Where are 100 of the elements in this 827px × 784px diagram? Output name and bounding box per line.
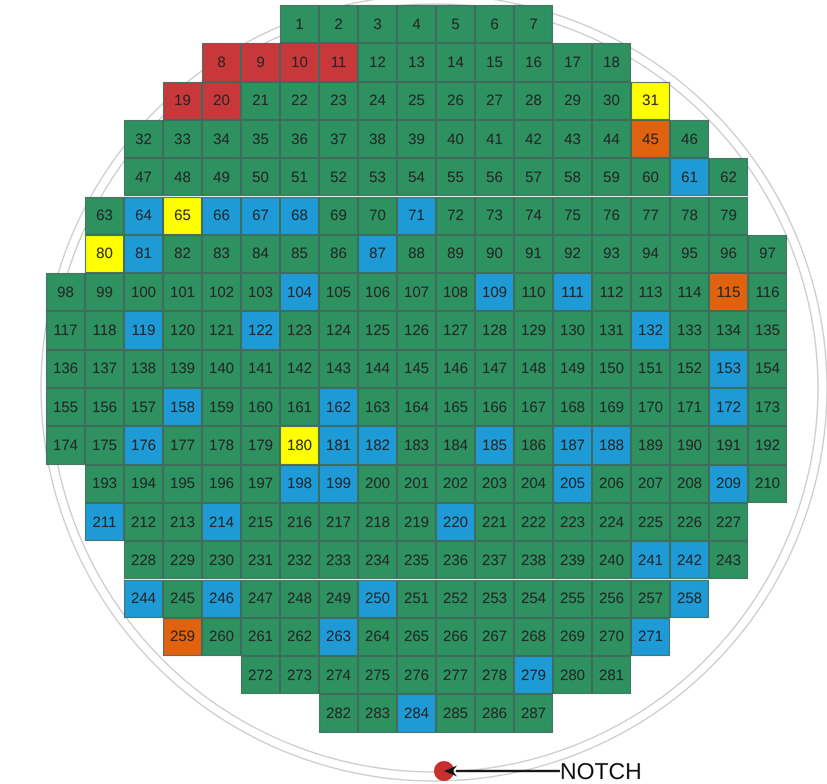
- die-cell: [514, 350, 553, 388]
- die-cell: [46, 388, 85, 426]
- die-cell: [202, 350, 241, 388]
- die-number: 232: [286, 552, 312, 569]
- die-cell: [553, 464, 592, 503]
- die-cell: [46, 311, 85, 350]
- die-cell: [631, 426, 670, 465]
- die-cell: [514, 541, 553, 580]
- die-number: 71: [408, 207, 425, 224]
- die-cell: [553, 426, 592, 465]
- die-number: 109: [482, 284, 508, 301]
- die-number: 60: [642, 168, 659, 186]
- die-cell: [397, 43, 436, 82]
- die-number: 266: [442, 628, 468, 646]
- die-number: 285: [442, 705, 468, 722]
- die-number: 272: [248, 666, 274, 684]
- die-cell: [319, 5, 358, 44]
- die-number: 66: [213, 207, 230, 224]
- die-cell: [397, 350, 436, 388]
- die-number: 128: [482, 322, 508, 340]
- die-number: 233: [326, 552, 352, 569]
- die-cell: [241, 502, 280, 542]
- die-cell: [553, 43, 592, 82]
- die-number: 74: [525, 207, 542, 224]
- die-cell: [319, 234, 358, 274]
- die-cell: [631, 464, 670, 503]
- die-cell: [280, 196, 319, 235]
- die-number: 96: [720, 245, 737, 262]
- die-cell: [514, 388, 553, 426]
- die-number: 163: [364, 398, 390, 416]
- die-number: 268: [520, 628, 546, 646]
- die-number: 225: [638, 514, 664, 531]
- die-cell: [358, 464, 397, 503]
- die-number: 93: [603, 245, 620, 262]
- die-number: 209: [716, 475, 742, 492]
- die-number: 216: [286, 514, 312, 531]
- die-number: 167: [520, 398, 546, 416]
- die-cell: [436, 580, 475, 618]
- die-cell: [553, 311, 592, 350]
- die-cell: [436, 426, 475, 465]
- die-number: 144: [364, 360, 390, 378]
- die-number: 286: [482, 705, 508, 722]
- die-number: 270: [598, 628, 624, 646]
- die-number: 61: [681, 168, 698, 186]
- die-number: 104: [286, 284, 312, 301]
- die-cell: [241, 82, 280, 120]
- die-number: 219: [404, 514, 430, 531]
- die-cell: [202, 426, 241, 465]
- die-cell: [358, 388, 397, 426]
- die-cell: [514, 5, 553, 44]
- die-cell: [475, 158, 514, 196]
- die-cell: [631, 273, 670, 312]
- die-number: 244: [130, 590, 156, 608]
- die-cell: [514, 273, 553, 312]
- die-number: 8: [217, 54, 226, 71]
- die-number: 2: [334, 16, 343, 33]
- die-number: 176: [130, 436, 156, 454]
- die-number: 118: [92, 322, 116, 340]
- die-number: 140: [208, 360, 234, 378]
- die-number: 143: [326, 360, 352, 378]
- die-cell: [592, 618, 631, 656]
- die-number: 86: [330, 245, 347, 262]
- die-cell: [280, 82, 319, 120]
- die-number: 177: [170, 436, 196, 454]
- die-number: 115: [716, 284, 740, 301]
- die-number: 14: [447, 54, 464, 71]
- die-number: 106: [364, 284, 390, 301]
- die-number: 265: [404, 628, 430, 646]
- die-cell: [358, 502, 397, 542]
- die-cell: [436, 656, 475, 694]
- die-cell: [670, 502, 709, 542]
- die-number: 248: [286, 590, 312, 608]
- die-number: 130: [560, 322, 586, 340]
- die-cell: [709, 502, 748, 542]
- die-number: 98: [57, 284, 74, 301]
- die-number: 43: [564, 130, 581, 148]
- die-number: 208: [676, 475, 702, 492]
- die-cell: [319, 158, 358, 196]
- die-cell: [397, 656, 436, 694]
- die-cell: [280, 426, 319, 465]
- die-cell: [631, 618, 670, 656]
- die-number: 108: [442, 284, 468, 301]
- die-cell: [241, 196, 280, 235]
- die-number: 67: [252, 207, 269, 224]
- die-number: 13: [408, 54, 425, 71]
- die-cell: [163, 580, 202, 618]
- die-number: 182: [364, 436, 390, 454]
- die-cell: [241, 426, 280, 465]
- die-number: 122: [248, 322, 274, 340]
- die-cell: [397, 82, 436, 120]
- die-number: 238: [520, 552, 546, 569]
- die-cell: [436, 618, 475, 656]
- die-cell: [475, 694, 514, 733]
- die-cell: [319, 464, 358, 503]
- die-cell: [592, 656, 631, 694]
- die-cell: [436, 43, 475, 82]
- die-number: 183: [404, 436, 430, 454]
- die-cell: [553, 502, 592, 542]
- die-cell: [319, 311, 358, 350]
- die-number: 83: [213, 245, 230, 262]
